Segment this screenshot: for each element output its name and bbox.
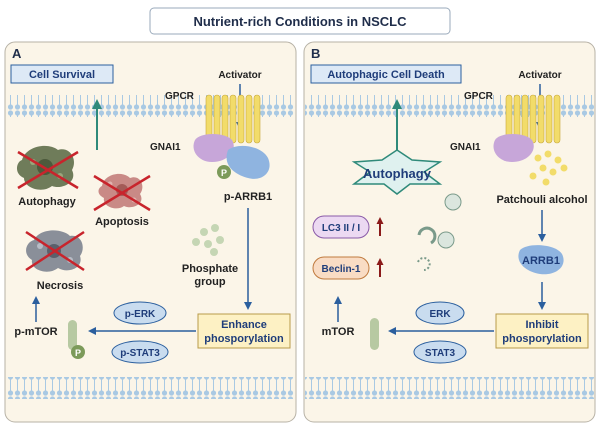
diagram-title: Nutrient-rich Conditions in NSCLC bbox=[193, 14, 407, 29]
p-mtor-protein bbox=[68, 320, 77, 350]
p-mtor-p-label: P bbox=[75, 348, 81, 358]
patchouli-label: Patchouli alcohol bbox=[496, 194, 587, 206]
phosphate-dots-a bbox=[192, 224, 224, 256]
apoptosis-cell-icon bbox=[93, 173, 151, 212]
autophagy-cell-icon bbox=[17, 145, 79, 190]
cell-survival-box bbox=[10, 64, 114, 84]
activator-label-b: Activator bbox=[518, 70, 561, 81]
autophagy-label-a: Autophagy bbox=[18, 196, 76, 208]
arrb1-protein-b bbox=[518, 245, 564, 275]
gpcr-label-a: GPCR bbox=[165, 91, 195, 102]
lc3-pill bbox=[312, 215, 370, 239]
gpcr-receptor-b bbox=[505, 94, 561, 144]
panel-a-bottom-membrane bbox=[6, 377, 295, 399]
title-box bbox=[149, 7, 451, 35]
stat3-label: STAT3 bbox=[425, 348, 456, 359]
gnai1-label-b: GNAI1 bbox=[450, 142, 481, 153]
panel-b-bottom-membrane bbox=[305, 377, 594, 399]
gnai1-label-a: GNAI1 bbox=[150, 142, 181, 153]
phosphate-line2-a: group bbox=[194, 276, 225, 288]
autophagic-cell-death-label: Autophagic Cell Death bbox=[327, 69, 445, 81]
patchouli-dots bbox=[529, 150, 568, 186]
mtor-label: mTOR bbox=[322, 326, 355, 338]
necrosis-cell-icon bbox=[25, 230, 85, 272]
phosphate-p-label-a: P bbox=[221, 168, 227, 178]
inhibit-box bbox=[495, 313, 589, 349]
phosphate-line1-a: Phosphate bbox=[182, 263, 238, 275]
inhibit-line2: phosporylation bbox=[502, 333, 582, 345]
p-erk-oval bbox=[113, 301, 167, 325]
autophagy-star bbox=[351, 149, 443, 195]
necrosis-label-a: Necrosis bbox=[37, 280, 83, 292]
cell-survival-label: Cell Survival bbox=[29, 69, 95, 81]
panel-b-letter: B bbox=[311, 46, 320, 61]
p-erk-label: p-ERK bbox=[125, 309, 156, 320]
apoptosis-label-a: Apoptosis bbox=[95, 216, 149, 228]
arrb1-protein-a bbox=[226, 145, 270, 179]
autophagy-label-b: Autophagy bbox=[363, 166, 432, 181]
p-mtor-label: p-mTOR bbox=[14, 326, 57, 338]
stat3-oval bbox=[413, 340, 467, 364]
mtor-protein bbox=[370, 318, 379, 350]
panel-a: A Cell Survival Activator GPCR GNAI1 bbox=[4, 41, 297, 423]
beclin-label: Beclin-1 bbox=[322, 264, 361, 275]
inhibit-line1: Inhibit bbox=[526, 319, 559, 331]
p-stat3-label: p-STAT3 bbox=[120, 348, 160, 359]
gpcr-label-b: GPCR bbox=[464, 91, 494, 102]
panel-a-letter: A bbox=[12, 46, 22, 61]
activator-label-a: Activator bbox=[218, 70, 261, 81]
beclin-pill bbox=[312, 256, 370, 280]
erk-oval bbox=[415, 301, 465, 325]
lc3-label: LC3 II / I bbox=[322, 223, 361, 234]
arrb1-label-b: ARRB1 bbox=[522, 255, 560, 267]
enhance-line2: phosporylation bbox=[204, 333, 284, 345]
gnai1-protein-a bbox=[193, 134, 234, 162]
p-stat3-oval bbox=[111, 340, 169, 364]
p-mtor-phosphate-marker bbox=[71, 345, 85, 359]
gnai1-protein-b bbox=[493, 134, 534, 162]
phosphate-marker-a bbox=[217, 165, 231, 179]
erk-label: ERK bbox=[429, 309, 451, 320]
autophagic-cell-death-box bbox=[310, 64, 462, 84]
enhance-box bbox=[197, 313, 291, 349]
panel-b: B Autophagic Cell Death Activator GPCR G… bbox=[303, 41, 596, 423]
p-arrb1-label: p-ARRB1 bbox=[224, 191, 272, 203]
autophagosome-icons bbox=[417, 193, 462, 271]
enhance-line1: Enhance bbox=[221, 319, 267, 331]
gpcr-receptor-a bbox=[205, 94, 261, 144]
